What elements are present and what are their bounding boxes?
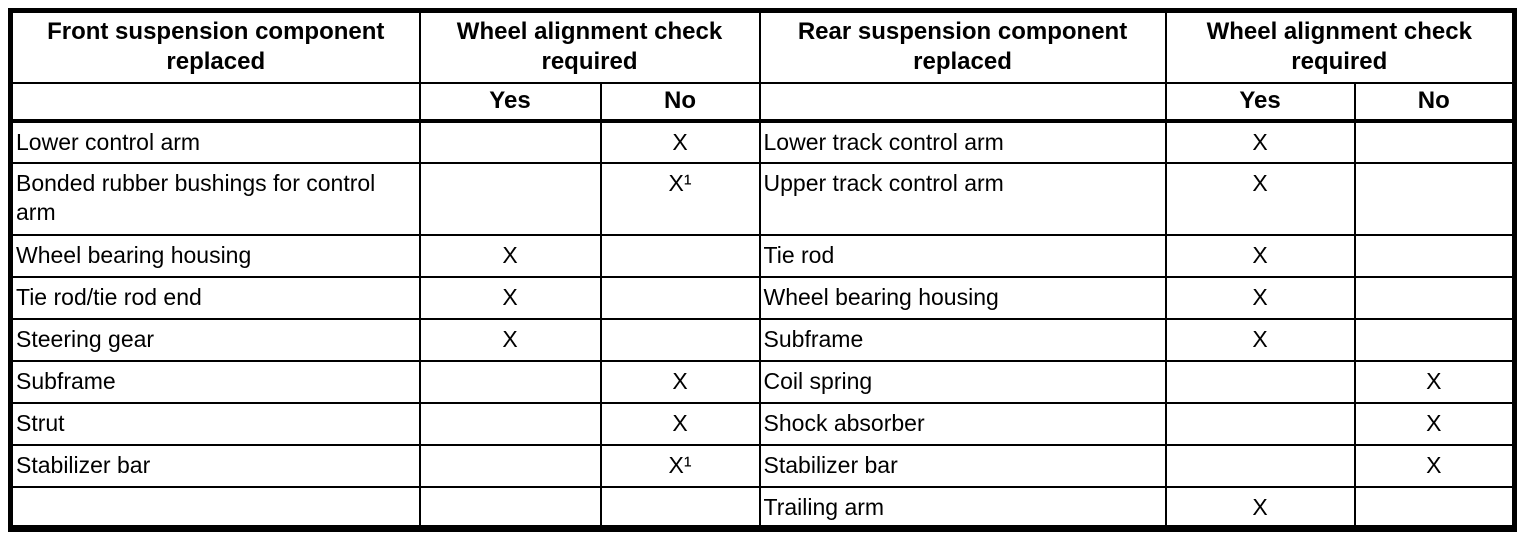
header-row-yesno: Yes No Yes No bbox=[9, 81, 1516, 123]
front-no-cell: X bbox=[599, 359, 761, 404]
rear-component-header-spacer bbox=[758, 81, 1167, 123]
rear-yes-header: Yes bbox=[1164, 81, 1356, 123]
table-body: Lower control arm X Lower track control … bbox=[9, 119, 1516, 530]
front-no-cell: X¹ bbox=[599, 443, 761, 488]
front-component-cell bbox=[9, 485, 421, 530]
rear-no-cell bbox=[1353, 275, 1516, 320]
front-yes-cell: X bbox=[418, 275, 602, 320]
table-row: Steering gear X Subframe X bbox=[9, 317, 1516, 362]
header-row-main: Front suspension component replaced Whee… bbox=[9, 9, 1516, 84]
front-no-cell bbox=[599, 233, 761, 278]
front-yes-cell bbox=[418, 119, 602, 164]
rear-no-cell bbox=[1353, 233, 1516, 278]
front-no-cell: X¹ bbox=[599, 161, 761, 236]
front-component-cell: Strut bbox=[9, 401, 421, 446]
front-component-cell: Tie rod/tie rod end bbox=[9, 275, 421, 320]
rear-component-cell: Trailing arm bbox=[758, 485, 1167, 530]
rear-component-cell: Coil spring bbox=[758, 359, 1167, 404]
table-row: Tie rod/tie rod end X Wheel bearing hous… bbox=[9, 275, 1516, 320]
front-yes-cell bbox=[418, 443, 602, 488]
rear-component-cell: Stabilizer bar bbox=[758, 443, 1167, 488]
front-yes-cell bbox=[418, 485, 602, 530]
table-row: Trailing arm X bbox=[9, 485, 1516, 530]
rear-yes-cell bbox=[1164, 443, 1356, 488]
front-no-cell bbox=[599, 275, 761, 320]
rear-component-cell: Subframe bbox=[758, 317, 1167, 362]
rear-no-cell: X bbox=[1353, 359, 1516, 404]
wheel-alignment-table: Front suspension component replaced Whee… bbox=[8, 8, 1518, 532]
rear-no-cell bbox=[1353, 161, 1516, 236]
front-check-header: Wheel alignment check required bbox=[418, 9, 761, 84]
rear-no-cell: X bbox=[1353, 443, 1516, 488]
table-row: Subframe X Coil spring X bbox=[9, 359, 1516, 404]
front-component-cell: Bonded rubber bushings for control arm bbox=[9, 161, 421, 236]
front-component-cell: Steering gear bbox=[9, 317, 421, 362]
rear-component-cell: Wheel bearing housing bbox=[758, 275, 1167, 320]
rear-yes-cell: X bbox=[1164, 485, 1356, 530]
rear-component-header: Rear suspension component replaced bbox=[758, 9, 1167, 84]
front-component-cell: Wheel bearing housing bbox=[9, 233, 421, 278]
front-component-cell: Subframe bbox=[9, 359, 421, 404]
rear-yes-cell: X bbox=[1164, 275, 1356, 320]
rear-check-header: Wheel alignment check required bbox=[1164, 9, 1516, 84]
front-yes-cell: X bbox=[418, 233, 602, 278]
front-yes-cell bbox=[418, 401, 602, 446]
rear-component-cell: Shock absorber bbox=[758, 401, 1167, 446]
table-header: Front suspension component replaced Whee… bbox=[9, 9, 1516, 123]
rear-yes-cell: X bbox=[1164, 119, 1356, 164]
rear-component-cell: Upper track control arm bbox=[758, 161, 1167, 236]
rear-yes-cell: X bbox=[1164, 161, 1356, 236]
table-row: Stabilizer bar X¹ Stabilizer bar X bbox=[9, 443, 1516, 488]
rear-yes-cell bbox=[1164, 401, 1356, 446]
rear-yes-cell: X bbox=[1164, 317, 1356, 362]
rear-yes-cell bbox=[1164, 359, 1356, 404]
table-row: Strut X Shock absorber X bbox=[9, 401, 1516, 446]
rear-no-cell bbox=[1353, 485, 1516, 530]
rear-component-cell: Tie rod bbox=[758, 233, 1167, 278]
rear-no-cell bbox=[1353, 317, 1516, 362]
front-yes-cell: X bbox=[418, 317, 602, 362]
front-yes-cell bbox=[418, 161, 602, 236]
rear-no-cell bbox=[1353, 119, 1516, 164]
table-row: Bonded rubber bushings for control arm X… bbox=[9, 161, 1516, 236]
rear-no-header: No bbox=[1353, 81, 1516, 123]
table-row: Lower control arm X Lower track control … bbox=[9, 119, 1516, 164]
rear-yes-cell: X bbox=[1164, 233, 1356, 278]
front-no-header: No bbox=[599, 81, 761, 123]
table-row: Wheel bearing housing X Tie rod X bbox=[9, 233, 1516, 278]
front-component-cell: Lower control arm bbox=[9, 119, 421, 164]
front-yes-cell bbox=[418, 359, 602, 404]
rear-component-cell: Lower track control arm bbox=[758, 119, 1167, 164]
front-component-header: Front suspension component replaced bbox=[9, 9, 421, 84]
front-no-cell bbox=[599, 485, 761, 530]
front-yes-header: Yes bbox=[418, 81, 602, 123]
front-no-cell bbox=[599, 317, 761, 362]
front-no-cell: X bbox=[599, 119, 761, 164]
front-no-cell: X bbox=[599, 401, 761, 446]
front-component-cell: Stabilizer bar bbox=[9, 443, 421, 488]
rear-no-cell: X bbox=[1353, 401, 1516, 446]
front-component-header-spacer bbox=[9, 81, 421, 123]
